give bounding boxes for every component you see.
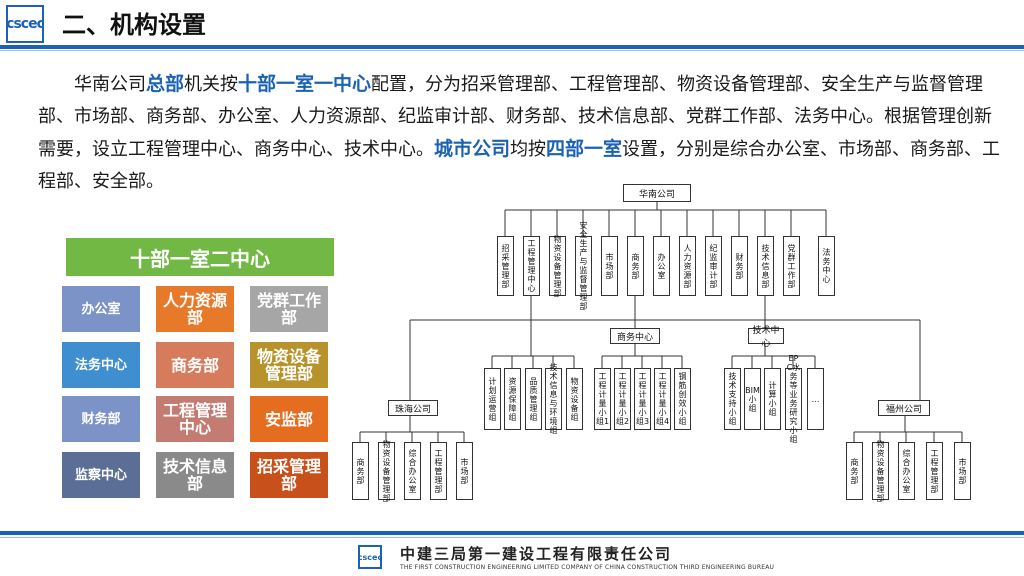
highlight-text: 十部一室一中心 (238, 73, 372, 95)
highlight-text: 四部一室 (546, 138, 623, 160)
footer-company-name: 中建三局第一建设工程有限责任公司 (400, 545, 673, 563)
city-group-box: 物资设备管理部 (378, 440, 395, 503)
department-box: 纪监审计部 (705, 236, 722, 296)
department-box: 工程管理中心 (523, 236, 540, 296)
commerce-center-box: 商务中心 (610, 328, 660, 344)
org-chart-lines (359, 202, 963, 442)
city-group-box: 商务部 (352, 442, 369, 500)
engineering-group-box: 品质管理组 (525, 368, 542, 430)
org-chart: 华南公司 招采管理部工程管理中心物资设备管理部安全生产与监督管理部市场部商务部办… (340, 180, 1024, 510)
tech-group-box: BIM小组 (744, 368, 761, 430)
text-segment: 机关按 (184, 74, 239, 95)
grid-title: 十部一室二中心 (66, 238, 334, 276)
city-company-right-box: 福州公司 (878, 400, 930, 416)
grid-cell: 工程管理中心 (156, 396, 234, 442)
department-box: 财务部 (731, 236, 748, 296)
commerce-group-box: 钢筋创效小组 (674, 368, 691, 430)
header-divider-thin (0, 50, 1024, 51)
department-box: 技术信息部 (757, 236, 774, 296)
engineering-group-box: 资源保障组 (504, 368, 521, 430)
tech-group-box: 技术支持小组 (724, 368, 741, 430)
engineering-group-box: 计划运营组 (484, 368, 501, 430)
text-segment: 设置，分别是综合办公室、市场部、商务部、工程部、安全部。 (38, 139, 1001, 192)
grid-cell: 商务部 (156, 342, 234, 388)
footer-company-english: THE FIRST CONSTRUCTION ENGINEERING LIMIT… (400, 564, 775, 571)
department-box: 招采管理部 (497, 236, 514, 296)
tech-group-box: EPC水务等业务研究小组 (785, 354, 802, 444)
commerce-group-box: 工程计量小组1 (594, 368, 611, 430)
city-group-box: 市场部 (954, 442, 971, 500)
grid-cell: 安监部 (250, 396, 328, 442)
department-box: 人力资源部 (679, 236, 696, 296)
commerce-group-box: 工程计量小组3 (634, 368, 651, 430)
grid-cell: 财务部 (62, 396, 140, 442)
department-box: 党群工作部 (783, 236, 800, 296)
footer-divider (0, 531, 1024, 535)
footer-logo: cscec (358, 545, 382, 569)
grid-cell: 物资设备管理部 (250, 342, 328, 388)
company-logo: cscec (6, 5, 45, 43)
grid-cell: 法务中心 (62, 342, 140, 388)
department-box: 商务部 (627, 236, 644, 296)
city-group-box: 市场部 (456, 442, 473, 500)
slide-title: 二、机构设置 (62, 11, 206, 39)
engineering-group-box: 技术信息与环境组 (545, 363, 562, 435)
footer-divider-thin (0, 537, 1024, 538)
grid-cell: 党群工作部 (250, 286, 328, 332)
tech-center-box: 技术中心 (748, 326, 784, 349)
highlight-text: 城市公司 (434, 138, 511, 160)
tech-group-box: … (807, 368, 824, 430)
text-segment: 配置，分为招采管理部、工程管理部、物资设备管理部、安全生产与监督管理部、市场部、… (38, 74, 992, 160)
department-box: 法务中心 (818, 236, 835, 296)
department-box: 安全生产与监督管理部 (575, 221, 592, 311)
header-divider (0, 45, 1024, 49)
tech-group-box: 计算小组 (764, 368, 781, 430)
engineering-group-box: 物资设备组 (566, 368, 583, 430)
city-group-box: 工程管理部 (926, 442, 943, 500)
department-box: 市场部 (601, 236, 618, 296)
grid-cell: 招采管理部 (250, 452, 328, 498)
city-group-box: 工程管理部 (430, 442, 447, 500)
city-group-box: 综合办公室 (404, 442, 421, 500)
commerce-group-box: 工程计量小组4 (654, 368, 671, 430)
department-box: 办公室 (653, 236, 670, 296)
text-segment: 华南公司 (74, 74, 146, 95)
org-root-box: 华南公司 (623, 184, 691, 202)
intro-paragraph: 华南公司总部机关按十部一室一中心配置，分为招采管理部、工程管理部、物资设备管理部… (38, 68, 1003, 198)
highlight-text: 总部 (146, 73, 185, 95)
city-group-box: 物资设备管理部 (872, 440, 889, 503)
city-group-box: 商务部 (846, 442, 863, 500)
commerce-group-box: 工程计量小组2 (614, 368, 631, 430)
grid-cell: 人力资源部 (156, 286, 234, 332)
slide-header: cscec 二、机构设置 (0, 0, 1024, 46)
grid-cell: 技术信息部 (156, 452, 234, 498)
text-segment: 均按 (510, 139, 547, 160)
grid-cell: 办公室 (62, 286, 140, 332)
city-group-box: 综合办公室 (898, 442, 915, 500)
department-box: 物资设备管理部 (549, 235, 566, 298)
grid-cell: 监察中心 (62, 452, 140, 498)
city-company-left-box: 珠海公司 (388, 400, 438, 416)
